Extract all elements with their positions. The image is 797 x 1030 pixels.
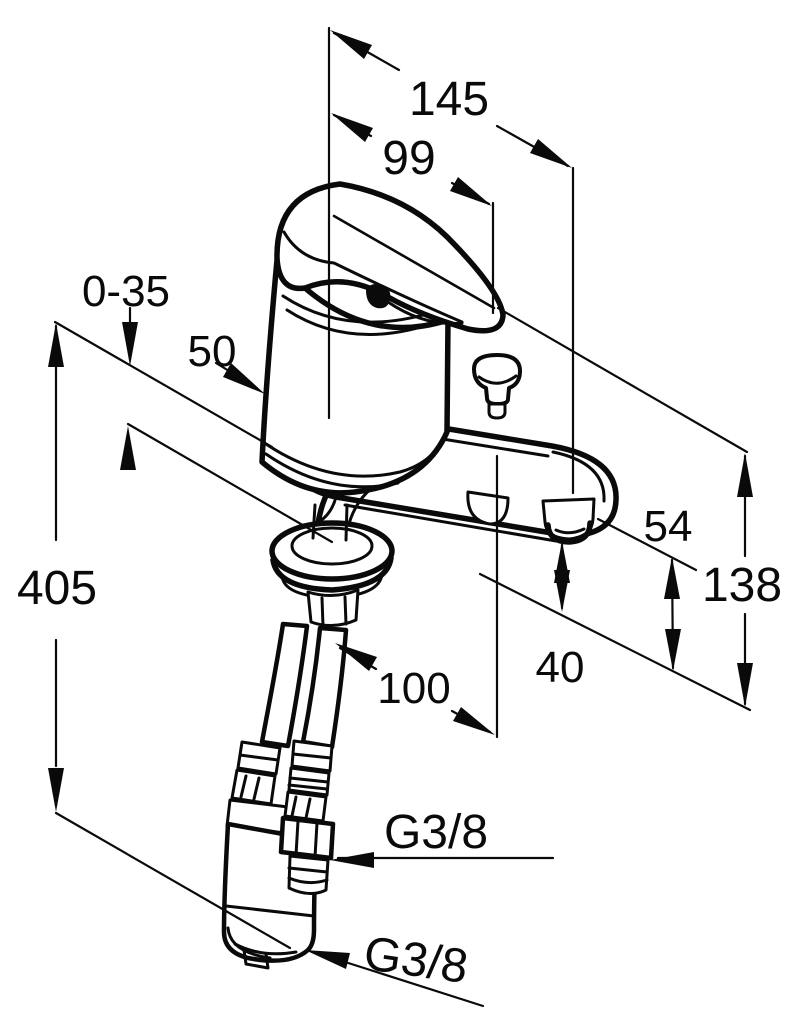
ext-line-405-bottom bbox=[54, 811, 292, 950]
handle-tab-sweep bbox=[386, 300, 464, 326]
diverter-knob bbox=[472, 353, 522, 420]
dim-40: 40 bbox=[536, 541, 585, 692]
g38-lower-leader bbox=[340, 959, 485, 1008]
dim-54-label: 54 bbox=[644, 502, 693, 551]
dim-99-arrow-right bbox=[450, 177, 492, 206]
dim-0-35-arrow-down bbox=[122, 322, 138, 366]
washer-ring-inner bbox=[290, 526, 374, 566]
g38-upper-arrow bbox=[330, 852, 374, 868]
dim-g38-lower: G3/8 bbox=[305, 927, 485, 1008]
dim-0-35-label: 0-35 bbox=[82, 267, 170, 316]
dim-138: 138 bbox=[702, 453, 782, 707]
dim-0-35: 0-35 bbox=[82, 267, 170, 470]
lower-braid-tick-2 bbox=[252, 776, 261, 801]
shank-line-right bbox=[344, 503, 349, 542]
spout-arm-end-inner-line bbox=[551, 450, 606, 503]
upper-hex-face-2 bbox=[313, 821, 319, 859]
nut-face-line-1 bbox=[320, 596, 325, 628]
body-collar-upper-1 bbox=[281, 294, 442, 324]
deck-top-line bbox=[53, 320, 274, 449]
dim-54-arrow-up bbox=[664, 557, 680, 599]
dim-405-label: 405 bbox=[17, 562, 97, 615]
dim-405-arrow-down bbox=[48, 768, 64, 812]
dim-138-arrow-down bbox=[737, 663, 753, 707]
ext-line-heights-bottom bbox=[478, 572, 752, 712]
knob-head-arc bbox=[477, 374, 518, 385]
upper-hex-nut bbox=[278, 815, 336, 861]
deck-bottom-line bbox=[126, 422, 334, 544]
upper-crimp-line-2 bbox=[287, 783, 329, 791]
lower-braid-tick-1 bbox=[239, 774, 248, 799]
upper-tail-ring-1 bbox=[287, 866, 329, 874]
thread-upper-label: G3/8 bbox=[384, 806, 488, 859]
ext-line-138-top bbox=[496, 306, 749, 454]
g38-lower-arrow bbox=[305, 950, 350, 969]
dim-100-arrow-right bbox=[453, 707, 495, 735]
upper-tail bbox=[287, 854, 330, 895]
hose-connector-upper bbox=[278, 739, 336, 895]
nut-face-line-2 bbox=[343, 595, 348, 626]
lower-ferrule-line bbox=[238, 753, 280, 762]
spout-arm-bottom-edge-line bbox=[343, 503, 558, 543]
upper-crimp-line-1 bbox=[288, 776, 330, 784]
lower-bottom-notch bbox=[242, 948, 270, 970]
dim-145: 145 bbox=[330, 30, 572, 168]
dim-138-label: 138 bbox=[702, 559, 782, 612]
supply-hoses bbox=[259, 621, 349, 750]
washer-rim-lower bbox=[270, 555, 394, 593]
aerator-inner-ring bbox=[554, 527, 586, 535]
ext-line-54-top bbox=[596, 517, 698, 572]
dim-99-label: 99 bbox=[382, 132, 435, 185]
dim-54: 54 bbox=[644, 502, 693, 671]
dim-50-arrow bbox=[223, 363, 265, 394]
dim-100: 100 bbox=[335, 643, 495, 735]
dimension-graphics: 145 99 0-35 405 50 bbox=[17, 26, 782, 1008]
dim-145-arrow-left bbox=[330, 30, 372, 59]
upper-braid-tick-1 bbox=[290, 795, 298, 818]
knob-stem bbox=[487, 402, 507, 420]
upper-braid-tick-2 bbox=[304, 797, 312, 820]
upper-hex-face-1 bbox=[294, 819, 300, 857]
body-collar-lower-1 bbox=[261, 428, 449, 478]
dim-145-arrow-right bbox=[530, 139, 572, 168]
body-collar-lower-2 bbox=[264, 452, 400, 489]
dim-100-arrow-left bbox=[335, 643, 377, 671]
mounting-hardware bbox=[269, 503, 395, 628]
lower-bottom-rim-2 bbox=[233, 942, 298, 956]
lower-cylinder-band bbox=[224, 904, 316, 918]
dim-g38-upper: G3/8 bbox=[330, 806, 555, 868]
dim-50: 50 bbox=[188, 327, 265, 394]
handle-top-face-line bbox=[332, 214, 496, 310]
handle-front-tab bbox=[366, 283, 391, 309]
mounting-nut bbox=[306, 588, 360, 627]
dim-50-leader bbox=[214, 361, 231, 373]
dim-0-35-arrow-up bbox=[120, 426, 136, 470]
dim-100-label: 100 bbox=[377, 664, 450, 713]
aerator-bottom-ring bbox=[545, 520, 593, 545]
knob-head bbox=[472, 353, 522, 406]
dim-40-arrow-down bbox=[554, 570, 570, 612]
upper-tail-ring-2 bbox=[287, 876, 329, 885]
dim-99-arrow-left bbox=[331, 113, 373, 142]
upper-ferrule-line bbox=[291, 752, 333, 760]
dim-405-arrow-up bbox=[48, 323, 64, 367]
shank-line-left bbox=[311, 503, 317, 540]
dim-145-label: 145 bbox=[409, 73, 489, 126]
dim-40-label: 40 bbox=[536, 643, 585, 692]
handle-inner-edge bbox=[282, 230, 464, 324]
dim-50-label: 50 bbox=[188, 327, 237, 376]
dim-138-arrow-up bbox=[737, 453, 753, 497]
body-collar-upper-2 bbox=[285, 308, 439, 336]
hose-left bbox=[259, 621, 310, 749]
thread-lower-label: G3/8 bbox=[361, 927, 471, 994]
dim-54-arrow-down bbox=[665, 629, 681, 671]
body-outline bbox=[259, 257, 451, 496]
dim-99: 99 bbox=[331, 113, 492, 206]
dim-405: 405 bbox=[17, 323, 97, 812]
cartridge-body bbox=[259, 257, 451, 496]
